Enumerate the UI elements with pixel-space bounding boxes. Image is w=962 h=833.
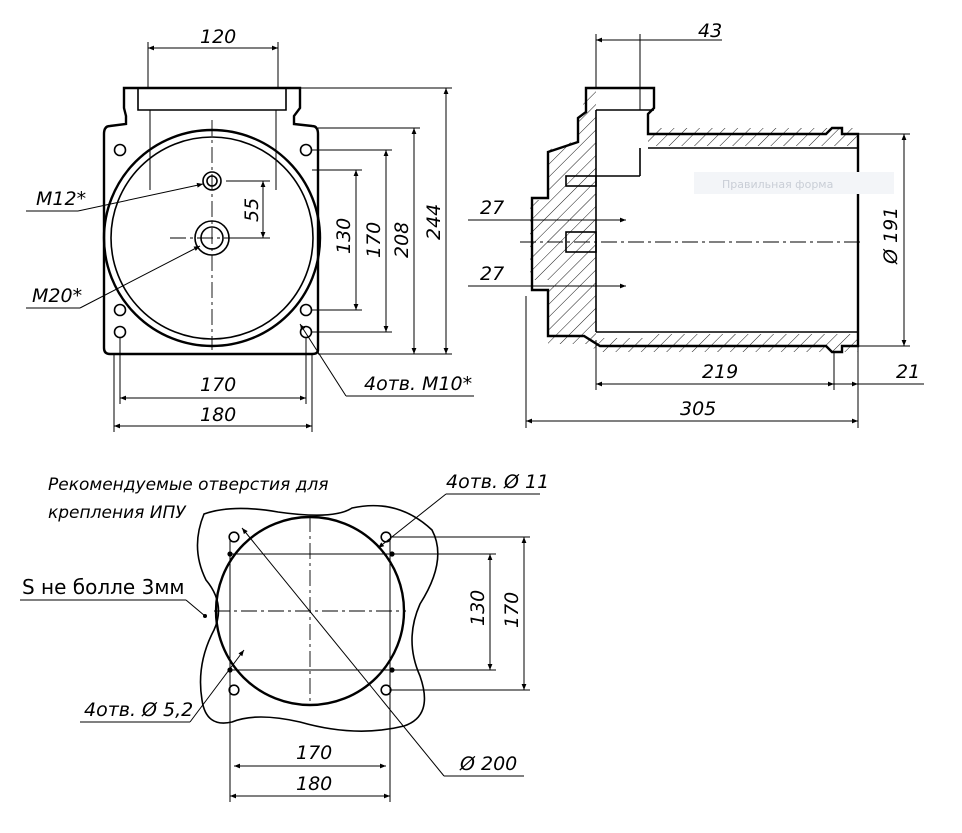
- dim-55: 55: [241, 198, 263, 222]
- front-view: 120 55 130 170 208 244 170 180: [26, 26, 474, 432]
- mount-dim-170-vertical: 170: [501, 592, 523, 628]
- dim-170: 170: [363, 222, 385, 258]
- dim-305: 305: [680, 398, 716, 420]
- label-m12: M12*: [36, 188, 86, 210]
- mount-view: Рекомендуемые отверстия для крепления ИП…: [20, 471, 549, 802]
- label-d200: Ø 200: [459, 753, 517, 775]
- mount-dim-180-horizontal: 180: [296, 773, 332, 795]
- label-holes-11: 4отв. Ø 11: [446, 471, 549, 493]
- dim-130: 130: [333, 218, 355, 254]
- ghost-overlay-text: Правильная форма: [722, 178, 833, 191]
- dim-244: 244: [423, 204, 445, 240]
- dim-27-top: 27: [480, 197, 504, 219]
- dim-diameter-191: Ø 191: [880, 207, 902, 265]
- dim-180-bottom: 180: [200, 404, 236, 426]
- dim-219: 219: [702, 361, 738, 383]
- mount-dim-170-horizontal: 170: [296, 742, 332, 764]
- mount-dim-130: 130: [467, 590, 489, 626]
- dim-120: 120: [200, 26, 236, 48]
- label-holes-m10: 4отв. M10*: [364, 373, 472, 395]
- dim-170-bottom: 170: [200, 374, 236, 396]
- label-holes-5-2: 4отв. Ø 5,2: [84, 699, 193, 721]
- dim-21: 21: [896, 361, 920, 383]
- dim-43: 43: [698, 20, 722, 42]
- label-m20: M20*: [32, 285, 82, 307]
- label-s-thickness: S не болле 3мм: [22, 575, 185, 599]
- side-view: 43 27 27 Ø 191 219 21 305 Правильная фор…: [468, 20, 924, 428]
- mount-note-line1: Рекомендуемые отверстия для: [48, 475, 329, 495]
- dim-208: 208: [391, 222, 413, 258]
- dim-27-bottom: 27: [480, 263, 504, 285]
- mount-note-line2: крепления ИПУ: [48, 503, 187, 523]
